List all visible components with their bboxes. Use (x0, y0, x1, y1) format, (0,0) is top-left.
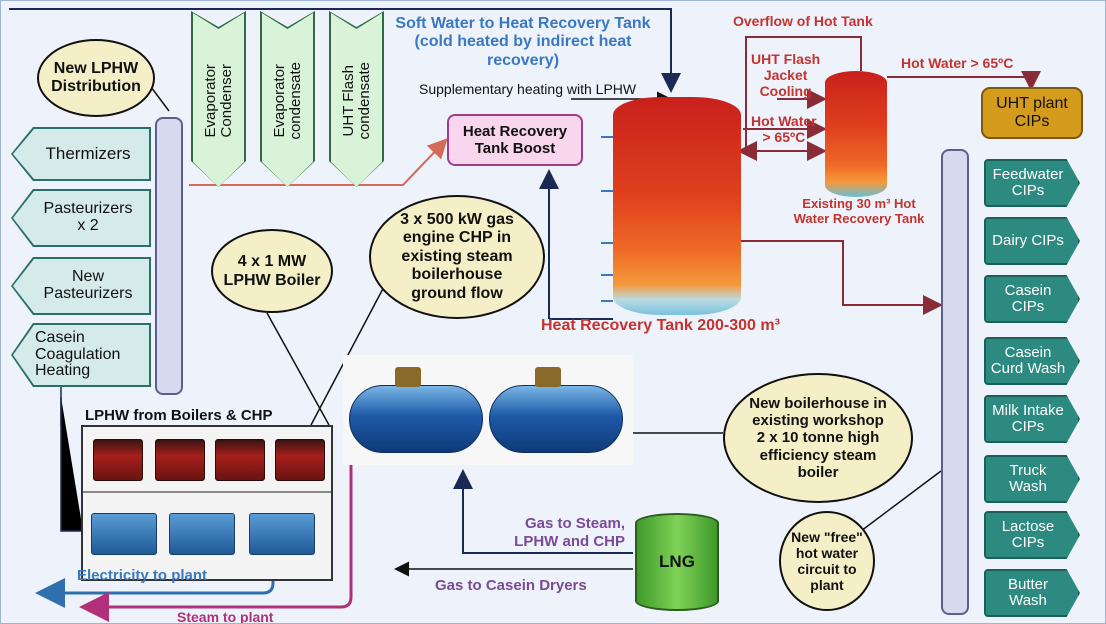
consumer-casein-coagulation: Casein Coagulation Heating (11, 323, 151, 387)
steam-boiler (349, 385, 483, 453)
chp-engine-unit (249, 513, 315, 555)
oval-new-lphw-distribution: New LPHW Distribution (37, 39, 155, 117)
chp-engine-unit (169, 513, 235, 555)
consumer-thermizers: Thermizers (11, 127, 151, 181)
gas-casein-label: Gas to Casein Dryers (435, 577, 587, 594)
cip-lactose: Lactose CIPs (984, 511, 1080, 559)
cip-distribution-bar (941, 149, 969, 615)
heat-recovery-tank-label: Heat Recovery Tank 200-300 m³ (541, 317, 780, 334)
electricity-label: Electricity to plant (77, 567, 208, 584)
chevron-evaporator-condensate: Evaporator condensate (260, 11, 315, 187)
uht-flash-jacket-label: UHT Flash Jacket Cooling (751, 51, 821, 100)
condensate-line (189, 138, 448, 186)
lphw-distribution-bar (155, 117, 183, 395)
lphw-boiler-unit (275, 439, 325, 481)
lng-label: LNG (659, 552, 695, 571)
oval-chp: 3 x 500 kW gas engine CHP in existing st… (369, 195, 545, 319)
existing-tank-label: Existing 30 m³ Hot Water Recovery Tank (793, 196, 925, 226)
boilers-chp-panel (81, 425, 333, 581)
panel-title: LPHW from Boilers & CHP (85, 407, 273, 424)
hot-water-recovery-tank (825, 71, 887, 197)
gas-steam-line (453, 469, 633, 554)
steam-label: Steam to plant (177, 609, 274, 624)
lphw-boiler-unit (215, 439, 265, 481)
consumer-pasteurizers: Pasteurizers x 2 (11, 189, 151, 247)
cip-truck-wash: Truck Wash (984, 455, 1080, 503)
oval-new-boilerhouse: New boilerhouse in existing workshop 2 x… (723, 373, 913, 503)
lng-drum: LNG (635, 513, 719, 611)
steam-boiler (489, 385, 623, 453)
oval-free-hot-water: New "free" hot water circuit to plant (779, 511, 875, 611)
supplementary-label: Supplementary heating with LPHW (419, 81, 637, 97)
cip-dairy: Dairy CIPs (984, 217, 1080, 265)
lphw-boiler-unit (155, 439, 205, 481)
overflow-label: Overflow of Hot Tank (733, 13, 873, 29)
heat-recovery-tank-boost: Heat Recovery Tank Boost (447, 114, 583, 166)
tank-to-cip-line (741, 240, 943, 315)
hot-water-top-label: Hot Water > 65ºC (901, 55, 1014, 71)
steam-boilers-image (343, 355, 633, 465)
consumer-new-pasteurizers: New Pasteurizers (11, 257, 151, 315)
cip-butter-wash: Butter Wash (984, 569, 1080, 617)
chp-engine-unit (91, 513, 157, 555)
soft-water-line (9, 8, 681, 93)
hot-water-mid-label: Hot Water > 65ºC (751, 113, 817, 146)
heat-recovery-tank (613, 97, 741, 315)
cip-casein-curd-wash: Casein Curd Wash (984, 337, 1080, 385)
electricity-line (35, 561, 275, 608)
gas-steam-label: Gas to Steam, LPHW and CHP (514, 515, 625, 550)
steam-line (79, 461, 353, 622)
soft-water-label: Soft Water to Heat Recovery Tank (cold h… (395, 15, 651, 69)
chevron-uht-flash-condensate: UHT Flash condensate (329, 11, 384, 187)
cip-feedwater: Feedwater CIPs (984, 159, 1080, 207)
chevron-evaporator-condenser: Evaporator Condenser (191, 11, 246, 187)
hot-water-uht-line (887, 71, 1041, 91)
cip-milk-intake: Milk Intake CIPs (984, 395, 1080, 443)
uht-plant-cips: UHT plant CIPs (981, 87, 1083, 139)
cip-casein: Casein CIPs (984, 275, 1080, 323)
lphw-boiler-unit (93, 439, 143, 481)
oval-lphw-boiler: 4 x 1 MW LPHW Boiler (211, 229, 333, 313)
